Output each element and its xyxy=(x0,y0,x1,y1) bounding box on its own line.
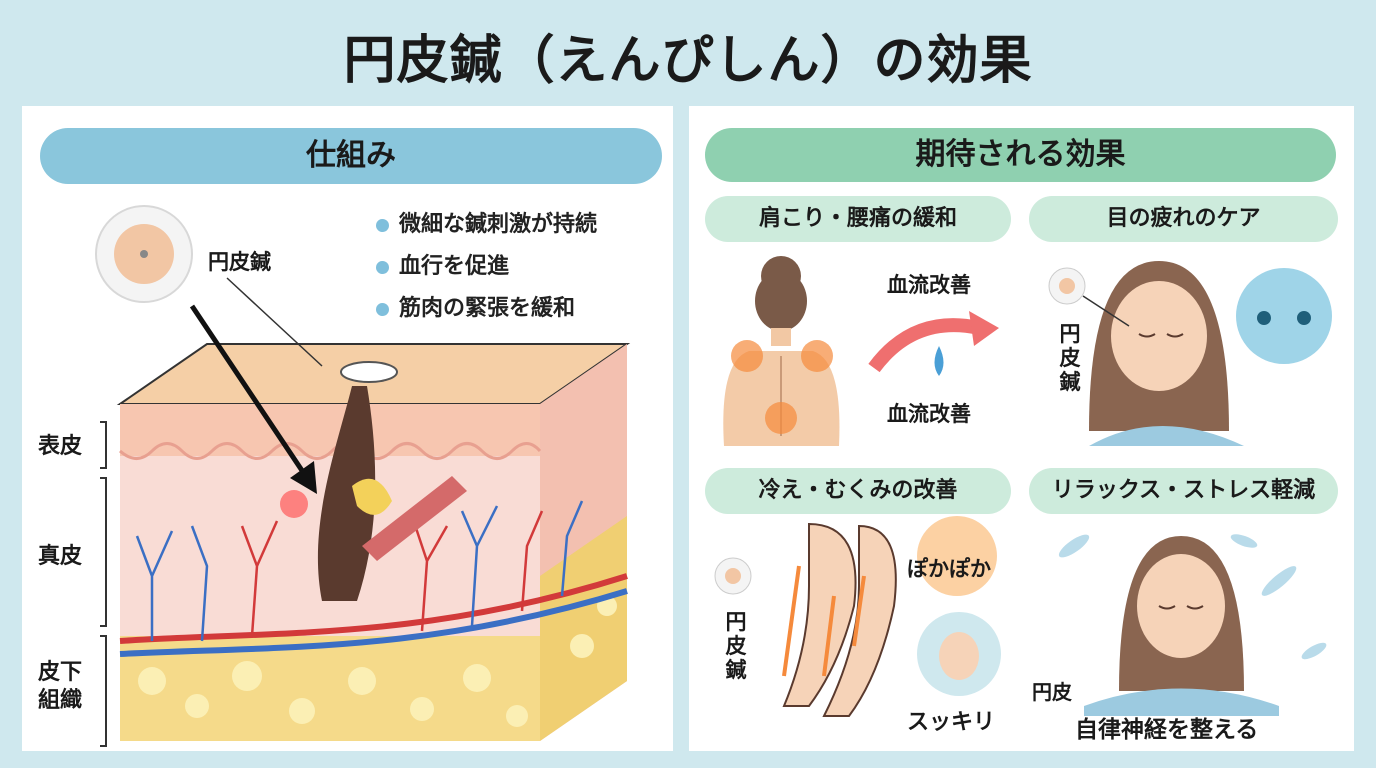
back-figure-icon xyxy=(723,256,840,446)
card-title-cold: 冷え・むくみの改善 xyxy=(705,468,1011,514)
warm-glow-icon xyxy=(917,516,997,596)
flow-arrow-icon xyxy=(868,318,981,373)
bullet-dot-icon xyxy=(376,260,389,274)
subcutaneous-label: 組織 xyxy=(38,688,83,713)
bright-eyes-icon xyxy=(1236,268,1332,364)
card-title-shoulder: 肩こり・腰痛の緩和 xyxy=(705,196,1011,242)
card-title-relax: リラックス・ストレス軽減 xyxy=(1029,468,1338,514)
blood-flow-label: 血流改善 xyxy=(887,273,971,297)
drop-icon xyxy=(934,346,944,376)
blood-flow-label: 血流改善 xyxy=(887,402,971,426)
effects-illustrations xyxy=(714,256,1332,717)
feather-icon xyxy=(1058,534,1327,660)
woman-face-icon xyxy=(1089,261,1244,446)
relaxed-woman-icon xyxy=(1084,536,1279,716)
subcutaneous-label: 皮下 xyxy=(38,660,83,685)
patch-label: 円皮鍼 xyxy=(208,250,271,274)
mechanism-panel: 仕組み 微細な鍼刺激が持続 血行を促進 筋肉の緊張を緩和 xyxy=(22,106,673,751)
bullet-item: 血行を促進 xyxy=(376,248,509,280)
skin-cross-section-diagram xyxy=(95,205,631,747)
dermis-label: 真皮 xyxy=(38,544,83,569)
legs-icon xyxy=(782,522,897,717)
effects-panel: 期待される効果 肩こり・腰痛の緩和 目の疲れのケア 冷え・むくみの改善 リラック… xyxy=(689,106,1354,751)
bullet-item: 筋肉の緊張を緩和 xyxy=(376,290,575,322)
patch-vertical-label: 円皮鍼 xyxy=(1059,322,1081,394)
page-title: 円皮鍼（えんぴしん）の効果 xyxy=(343,31,1033,91)
autonomic-caption: 自律神経を整える xyxy=(1075,717,1259,743)
patch-label: 円皮 xyxy=(1032,680,1072,704)
refresh-label: スッキリ xyxy=(907,710,996,735)
patch-vertical-label: 円皮鍼 xyxy=(725,610,747,682)
warm-label: ぽかぽか xyxy=(907,557,991,581)
patch-icon xyxy=(95,205,193,303)
bullet-dot-icon xyxy=(376,302,389,316)
bullet-item: 微細な鍼刺激が持続 xyxy=(376,206,597,238)
mechanism-header: 仕組み xyxy=(40,128,662,184)
epidermis-label: 表皮 xyxy=(38,434,83,459)
bullet-dot-icon xyxy=(376,218,389,232)
card-title-eye: 目の疲れのケア xyxy=(1029,196,1338,242)
effects-header: 期待される効果 xyxy=(705,128,1336,182)
